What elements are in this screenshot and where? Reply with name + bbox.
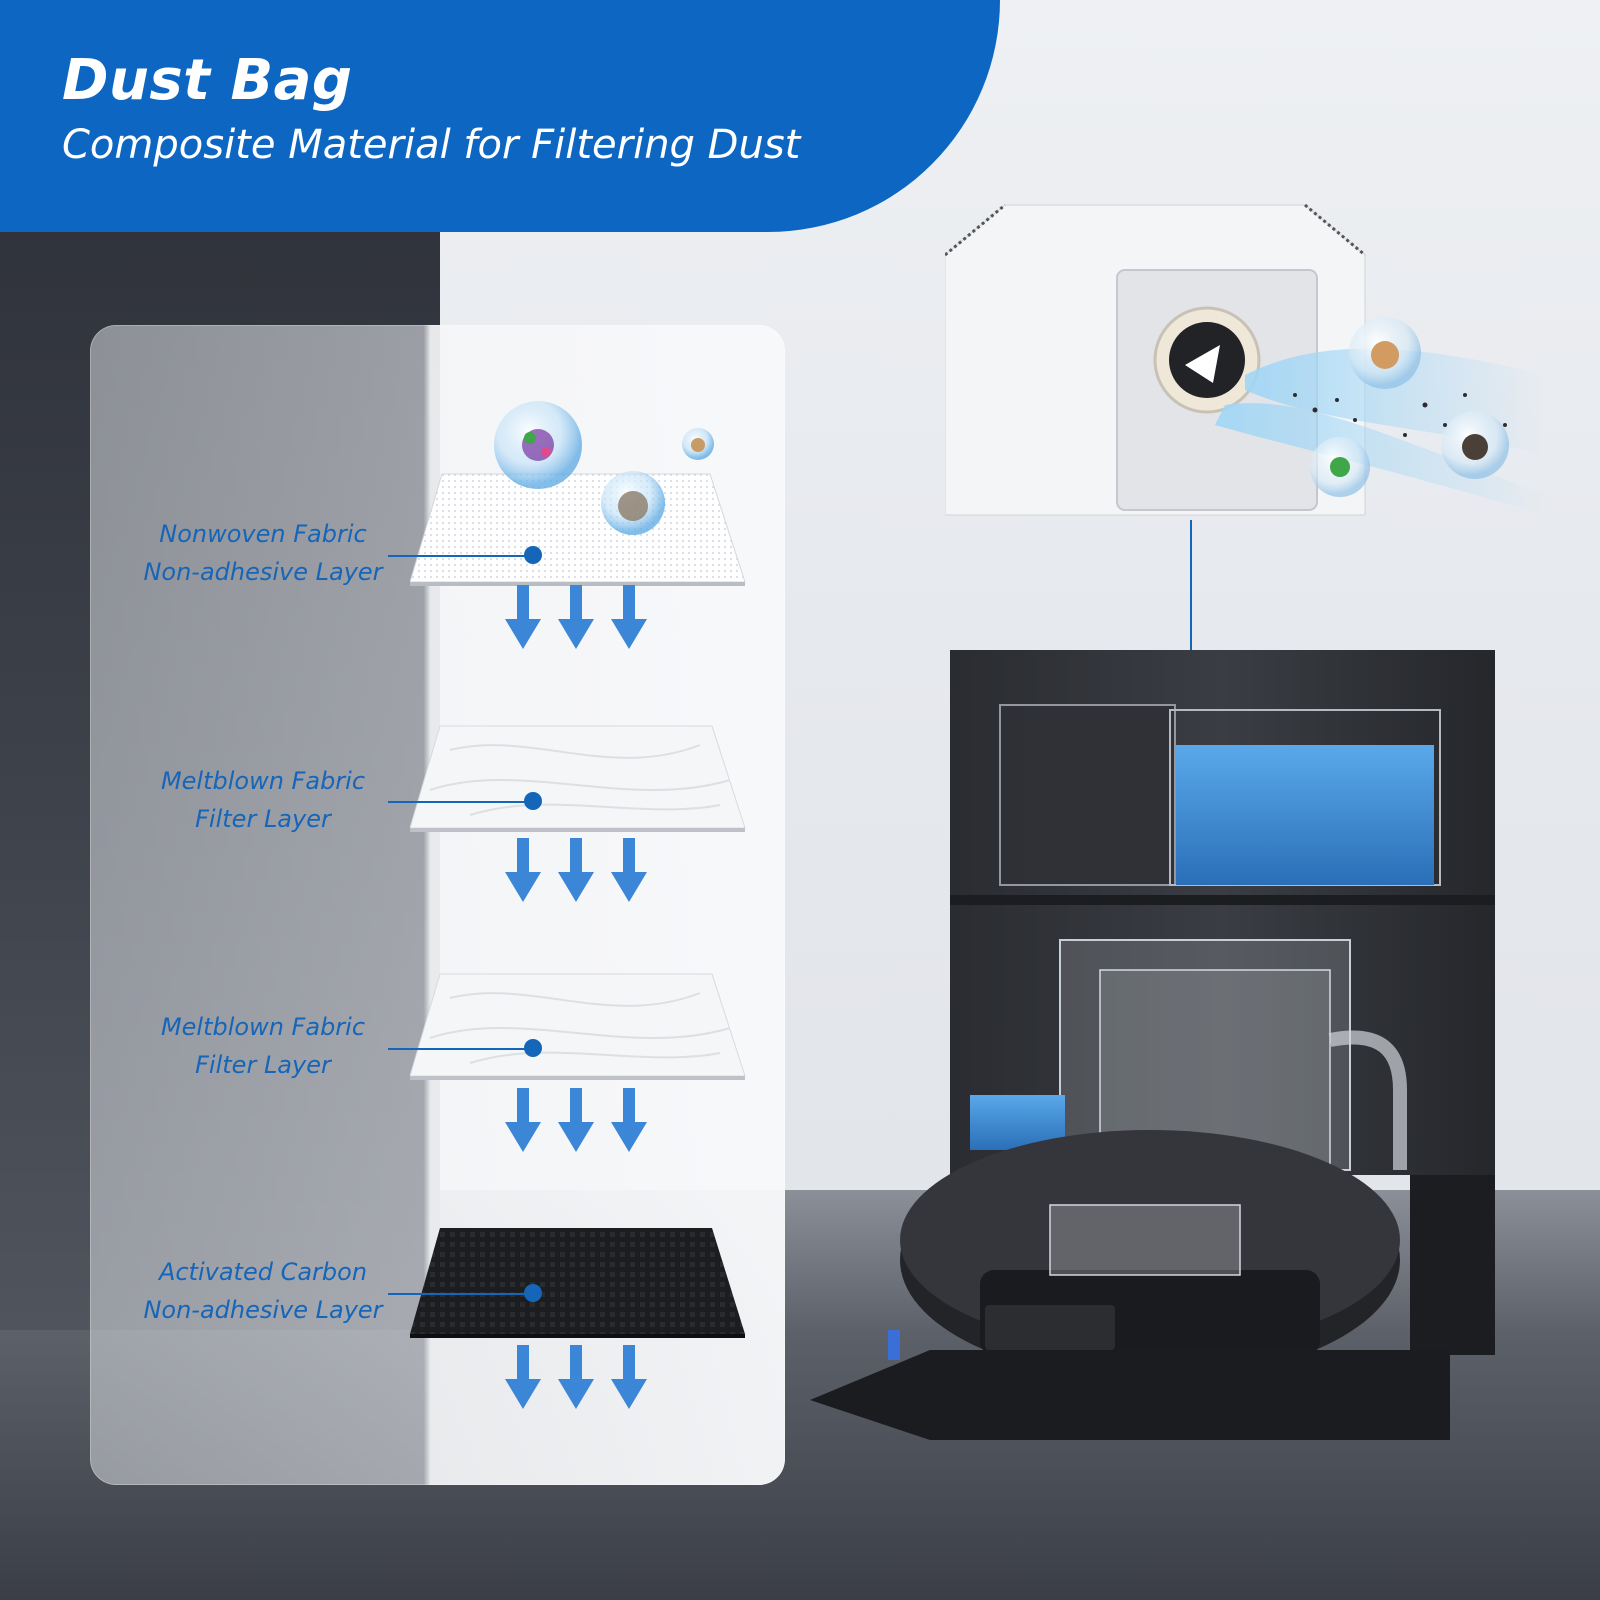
leader-dot — [524, 792, 542, 810]
page-title: Dust Bag — [62, 48, 353, 113]
leader-dot — [524, 1039, 542, 1057]
header-banner: Dust Bag Composite Material for Filterin… — [0, 0, 1000, 232]
down-arrow-icon — [505, 1345, 541, 1409]
layer-label-line2: Non-adhesive Layer — [143, 1296, 383, 1324]
layer-label-line1: Nonwoven Fabric — [159, 520, 367, 548]
leader-line — [388, 801, 534, 803]
meltblown-fabric-sheet — [410, 973, 746, 1080]
leader-line — [388, 555, 534, 557]
layer-label-line2: Non-adhesive Layer — [143, 558, 383, 586]
germ-bubble-icon — [494, 401, 582, 489]
layer-label-line1: Meltblown Fabric — [160, 1013, 366, 1041]
dust-particle-bubble-icon — [601, 471, 665, 535]
down-arrow-icon — [611, 1088, 647, 1152]
layer-label-meltblown-1: Meltblown Fabric Filter Layer — [113, 762, 413, 838]
leader-line — [388, 1293, 534, 1295]
down-arrow-icon — [558, 1088, 594, 1152]
down-arrow-icon — [611, 1345, 647, 1409]
layer-label-line2: Filter Layer — [195, 1051, 331, 1079]
page-subtitle: Composite Material for Filtering Dust — [62, 122, 801, 168]
down-arrow-icon — [558, 838, 594, 902]
leader-line — [388, 1048, 534, 1050]
down-arrow-icon — [611, 585, 647, 649]
flow-arrows — [505, 585, 647, 649]
down-arrow-icon — [505, 585, 541, 649]
flow-arrows — [505, 1088, 647, 1152]
layer-label-activated-carbon: Activated Carbon Non-adhesive Layer — [113, 1253, 413, 1329]
dust-particle-bubble-icon — [682, 428, 714, 460]
layer-label-line1: Meltblown Fabric — [160, 767, 366, 795]
dust-bag-illustration — [945, 203, 1545, 516]
down-arrow-icon — [611, 838, 647, 902]
leader-dot — [524, 546, 542, 564]
layer-label-nonwoven: Nonwoven Fabric Non-adhesive Layer — [113, 515, 413, 591]
down-arrow-icon — [505, 1088, 541, 1152]
flow-arrows — [505, 838, 647, 902]
nonwoven-fabric-sheet — [410, 401, 746, 586]
activated-carbon-sheet — [410, 1228, 745, 1338]
layer-label-line1: Activated Carbon — [158, 1258, 368, 1286]
flow-arrows — [505, 1345, 647, 1409]
meltblown-fabric-sheet — [410, 725, 746, 832]
leader-dot — [524, 1284, 542, 1302]
down-arrow-icon — [558, 585, 594, 649]
down-arrow-icon — [558, 1345, 594, 1409]
down-arrow-icon — [505, 838, 541, 902]
layer-label-line2: Filter Layer — [195, 805, 331, 833]
base-station-illustration — [810, 650, 1495, 1440]
layer-label-meltblown-2: Meltblown Fabric Filter Layer — [113, 1008, 413, 1084]
